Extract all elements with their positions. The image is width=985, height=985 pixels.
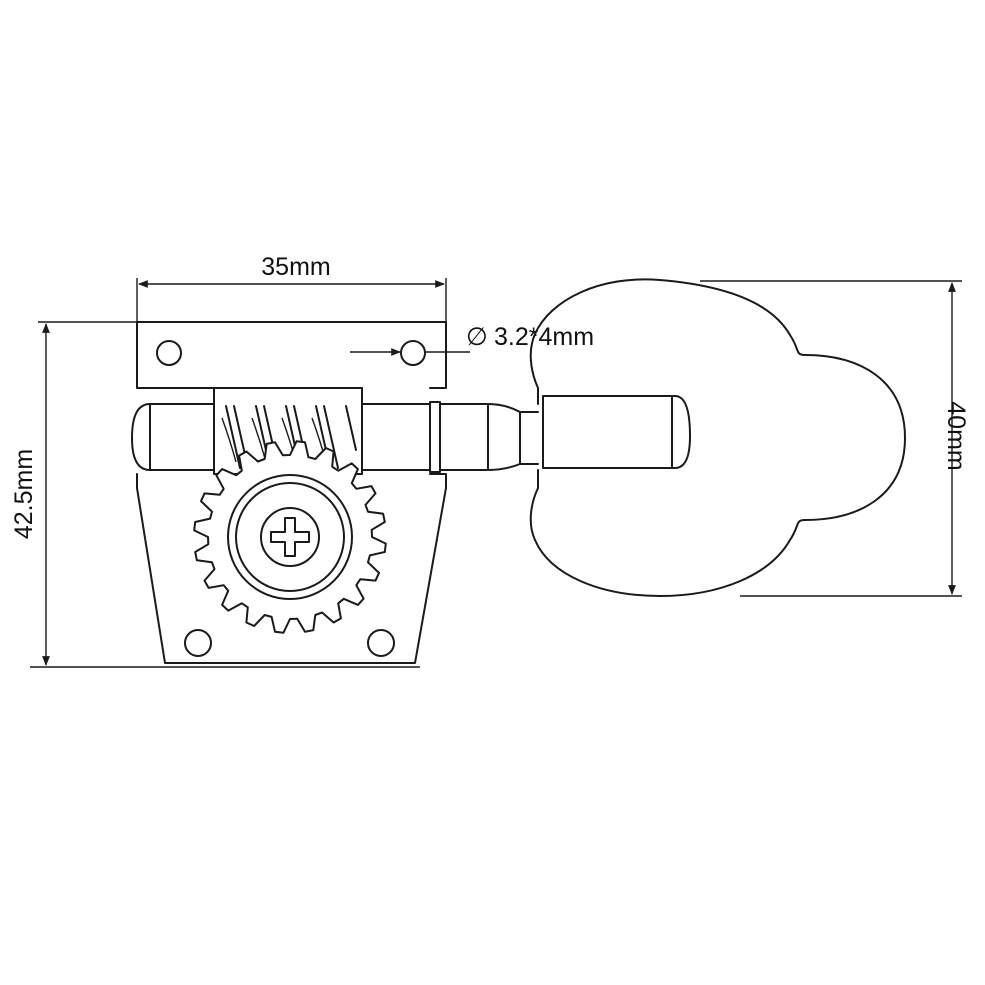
button-label: 40mm [942, 401, 970, 470]
lower-right-mount-hole [367, 629, 395, 657]
button-dimension: 40mm [700, 280, 970, 597]
gear-washer-outer [227, 474, 353, 600]
shaft [131, 401, 539, 473]
upper-right-mount-hole [400, 340, 426, 366]
clover-button-outline [529, 278, 906, 597]
phillips-cross-icon [270, 517, 310, 557]
hole-label: 3.2*4mm [494, 323, 594, 351]
upper-plate [136, 321, 447, 389]
button-post [542, 395, 691, 469]
screw-head [260, 507, 320, 567]
height-label: 42.5mm [10, 449, 38, 539]
gear-washer-inner [235, 482, 345, 592]
width-dimension: 35mm [136, 253, 447, 388]
hole-diameter-symbol: ∅ [466, 323, 488, 351]
gear [193, 440, 387, 634]
height-dimension: 42.5mm [10, 321, 445, 668]
lower-plate [136, 473, 447, 664]
tuning-button [529, 278, 906, 597]
upper-left-mount-hole [156, 340, 182, 366]
lower-left-mount-hole [184, 629, 212, 657]
hole-dimension: ∅ 3.2*4mm [350, 323, 594, 356]
width-label: 35mm [261, 253, 330, 281]
